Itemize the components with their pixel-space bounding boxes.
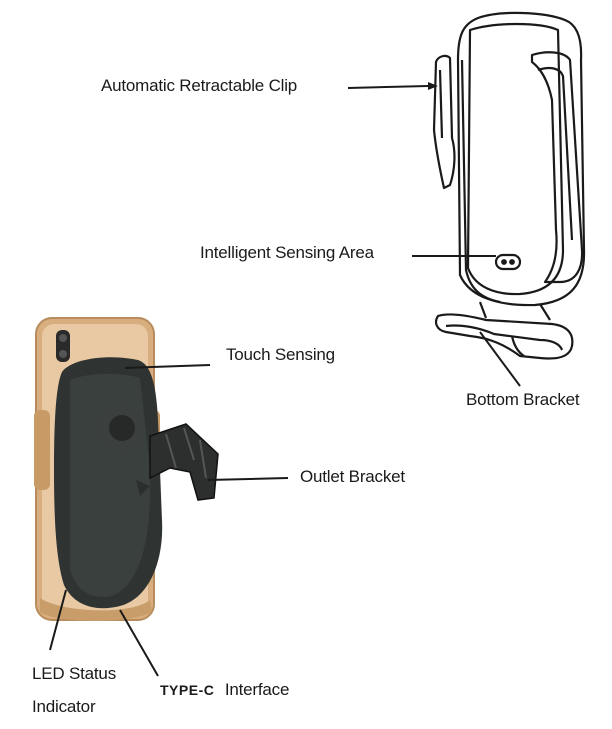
clip-leader xyxy=(347,85,429,89)
right-clip-arm xyxy=(530,51,584,284)
type-c-interface-label: TYPE-C Interface xyxy=(160,680,289,700)
holder-back-inner xyxy=(466,22,565,296)
outlet-bracket-leader xyxy=(207,477,289,481)
touch-leader xyxy=(124,364,211,369)
bottom-bracket-label: Bottom Bracket xyxy=(466,390,580,409)
touch-sensing-label: Touch Sensing xyxy=(226,345,335,364)
holder-back-body xyxy=(456,11,586,307)
led-leader xyxy=(49,589,67,651)
led-status-label-line1: LED Status xyxy=(32,664,116,683)
led-status-label-line2: Indicator xyxy=(32,697,96,716)
type-c-prefix: TYPE-C xyxy=(160,682,215,698)
bottom-bracket-shape xyxy=(435,313,574,360)
leader-lines xyxy=(49,82,521,677)
type-c-suffix: Interface xyxy=(224,680,290,699)
bottom-bracket-leader xyxy=(479,331,521,387)
outlet-bracket-label: Outlet Bracket xyxy=(300,467,405,486)
automatic-retractable-clip-label: Automatic Retractable Clip xyxy=(101,76,298,95)
left-clip-arm xyxy=(432,54,456,190)
typec-leader xyxy=(119,609,159,677)
holder-photo xyxy=(34,317,219,621)
intelligent-sensing-area-label: Intelligent Sensing Area xyxy=(200,243,374,262)
holder-line-drawing xyxy=(432,11,586,360)
sensing-area-button xyxy=(494,253,522,271)
